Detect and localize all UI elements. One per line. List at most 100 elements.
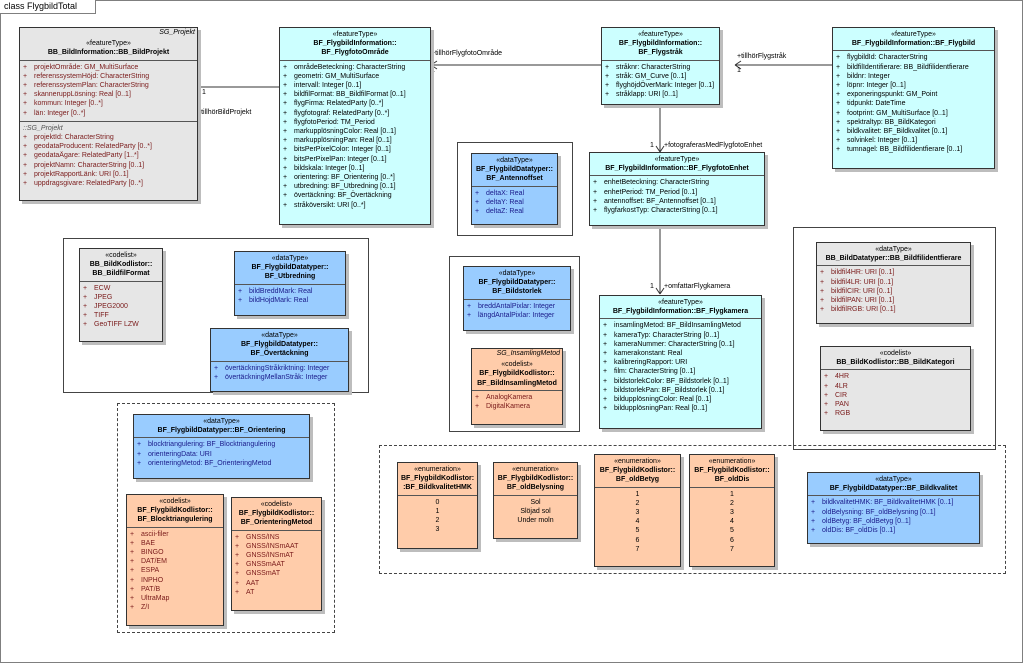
class-bildinsamlingmetod[interactable]: SG_InsamlingMetod «codelist» BF_Flygbild… [471, 348, 563, 425]
attribute-item: GNSS/INS [235, 533, 318, 542]
group-frame-antennoffset [457, 142, 573, 236]
assoc-mult-flygstrak: 1 [737, 67, 741, 74]
stereotype: «featureType» [891, 31, 936, 38]
attribute-item: bildkvalitetHMK: BF_BildkvalitetHMK [0..… [811, 498, 976, 507]
stereotype: «dataType» [875, 246, 912, 253]
attribute-item: bildupplösningColor: Real [0..1] [603, 395, 758, 404]
stereotype: «enumeration» [614, 458, 661, 465]
attribute-item: GeoTIFF LZW [83, 320, 159, 329]
class-flygkamera[interactable]: «featureType» BF_FlygbildInformation::BF… [599, 295, 762, 429]
attribute-item: oldBetyg: BF_oldBetyg [0..1] [811, 517, 976, 526]
attribute-item: PAT/B [130, 585, 220, 594]
class-name: BF_FlygbildDatatyper::BF_Bildkvalitet [829, 485, 958, 493]
enum-literal: 6 [635, 536, 640, 544]
attribute-item: spektraltyp: BB_BildKategori [836, 118, 991, 127]
class-header: «dataType» BB_BildDatatyper::BB_Bildfili… [817, 243, 970, 267]
class-bildfilformat[interactable]: «codelist» BB_BildKodlistor:: BB_Bildfil… [79, 248, 163, 342]
attribute-list: insamlingMetod: BF_BildInsamlingMetodkam… [600, 319, 761, 416]
enum-literal: Under moln [517, 517, 554, 525]
attribute-item: stråköversikt: URI [0..*] [283, 201, 427, 210]
attribute-item: bildupplösningPan: Real [0..1] [603, 404, 758, 413]
class-orientering[interactable]: «dataType» BF_FlygbildDatatyper::BF_Orie… [133, 414, 310, 479]
group-frame-bildstorlek [449, 256, 580, 432]
attribute-list: ECWJPEGJPEG2000TIFFGeoTIFF LZW [80, 282, 162, 333]
attribute-list: ascii-filerBAEBINGODAT/EMESPAINPHOPAT/BU… [127, 528, 223, 616]
attribute-item: GNSS/INSmAAT [235, 542, 318, 551]
class-utbredning[interactable]: «dataType» BF_FlygbildDatatyper:: BF_Utb… [234, 251, 346, 316]
class-header: «enumeration» BF_FlygbildKodlistor: :BF_… [398, 463, 477, 496]
attribute-list: bildfil4HR: URI [0..1]bildfil4LR: URI [0… [817, 266, 970, 317]
attribute-item: kameraNummer: CharacterString [0..1] [603, 340, 758, 349]
enum-literal: 2 [730, 499, 734, 507]
attribute-list: övertäckningStråkriktning: Integerövertä… [211, 362, 348, 385]
class-bildprojekt[interactable]: SG_Projekt «featureType» BB_BildInformat… [19, 27, 198, 201]
stereotype: «dataType» [496, 157, 533, 164]
attribute-item: projektOmråde: GM_MultiSurface [23, 63, 194, 72]
class-name: BF_FlygbildInformation::BF_FlygfotoEnhet [605, 165, 749, 173]
attribute-item: GNSS/INSmAT [235, 551, 318, 560]
assoc-label-fotograferas-med: +fotograferasMedFlygfotoEnhet [664, 142, 763, 149]
class-antennoffset[interactable]: «dataType» BF_FlygbildDatatyper:: BF_Ant… [471, 153, 558, 225]
class-bildkvalitet[interactable]: «dataType» BF_FlygbildDatatyper::BF_Bild… [807, 472, 980, 544]
attribute-item: DAT/EM [130, 557, 220, 566]
attribute-item: flygbildId: CharacterString [836, 53, 991, 62]
enum-literal: 3 [435, 526, 440, 534]
class-bildkategori[interactable]: «codelist» BB_BildKodlistor::BB_BildKate… [820, 346, 971, 431]
class-flygfotoenhet[interactable]: «featureType» BF_FlygbildInformation::BF… [589, 152, 765, 226]
class-header: «dataType» BF_FlygbildDatatyper:: BF_Ant… [472, 154, 557, 187]
diagram-frame-title: class FlygbildTotal [0, 0, 97, 14]
enum-literal: 3 [635, 509, 640, 517]
enum-literal: 4 [730, 518, 734, 526]
attribute-item: bildfilIdentifierare: BB_Bildfilidentfie… [836, 63, 991, 72]
enum-oldbelysning[interactable]: «enumeration» BF_FlygbildKodlistor:: BF_… [493, 462, 578, 539]
attribute-item: 4HR [824, 372, 967, 381]
class-header: «featureType» BF_FlygbildInformation:: B… [602, 28, 719, 61]
attribute-list: projektOmråde: GM_MultiSurfacereferenssy… [20, 61, 197, 121]
enum-bildkvalitethmk[interactable]: «enumeration» BF_FlygbildKodlistor: :BF_… [397, 462, 478, 549]
attribute-item: stråklapp: URI [0..1] [605, 90, 716, 99]
class-flygstrak[interactable]: «featureType» BF_FlygbildInformation:: B… [601, 27, 720, 105]
section-title: ::SG_Projekt [23, 124, 63, 132]
stereotype: «codelist» [501, 361, 533, 369]
attribute-item: referenssystemHöjd: CharacterString [23, 72, 194, 81]
attribute-item: antennoffset: BF_Antennoffset [0..1] [593, 197, 761, 206]
class-blocktriangulering[interactable]: «codelist» BF_FlygbildKodlistor:: BF_Blo… [126, 494, 224, 626]
class-bildstorlek[interactable]: «dataType» BF_FlygbildDatatyper:: BF_Bil… [463, 266, 571, 331]
enum-literal: 2 [435, 517, 440, 525]
class-bildfilidentfierare[interactable]: «dataType» BB_BildDatatyper::BB_Bildfili… [816, 242, 971, 324]
stereotype: «enumeration» [512, 466, 559, 473]
enum-literal: 5 [635, 527, 640, 535]
attribute-item: bildfilPAN: URI [0..1] [820, 296, 967, 305]
group-frame-orientering [117, 403, 335, 633]
attribute-item: bildskala: Integer [0..1] [283, 164, 427, 173]
class-header: «dataType» BF_FlygbildDatatyper:: BF_Öve… [211, 329, 348, 362]
attribute-item: län: Integer [0..*] [23, 109, 194, 118]
class-flygfotoomrade[interactable]: «featureType» BF_FlygbildInformation:: B… [279, 27, 431, 225]
class-name: BF_FlygbildKodlistor:: BF_Blocktriangule… [137, 507, 213, 524]
assoc-label-tillhor-flygstrak: +tillhörFlygstråk [737, 53, 787, 60]
attribute-item: kommun: Integer [0..*] [23, 99, 194, 108]
attribute-item: blocktriangulering: BF_Blocktriangulerin… [137, 440, 306, 449]
attribute-item: skanneruppLösning: Real [0..1] [23, 90, 194, 99]
class-header: «enumeration» BF_FlygbildKodlistor:: BF_… [690, 455, 774, 488]
assoc-label-tillhor-flygfotoomrade: +tillhörFlygfotoOmråde [431, 50, 503, 57]
enum-literal: 1 [435, 507, 440, 515]
enum-oldbetyg[interactable]: «enumeration» BF_FlygbildKodlistor:: BF_… [594, 454, 681, 567]
group-frame-bildkvalitet [379, 445, 1006, 574]
attribute-item: flygFirma: RelatedParty [0..*] [283, 99, 427, 108]
class-header: «codelist» BF_FlygbildKodlistor:: BF_Bil… [472, 358, 562, 391]
attribute-item: referenssystemPlan: CharacterString [23, 81, 194, 90]
class-overtackning[interactable]: «dataType» BF_FlygbildDatatyper:: BF_Öve… [210, 328, 349, 392]
attribute-item: utbredning: BF_Utbredning [0..1] [283, 182, 427, 191]
class-name: BF_FlygbildDatatyper::BF_Orientering [157, 427, 286, 435]
attribute-list: breddAntalPixlar: IntegerlängdAntalPixla… [464, 300, 570, 323]
class-header: «featureType» BB_BildInformation::BB_Bil… [20, 37, 197, 61]
attribute-item: geodataÄgare: RelatedParty [1..*] [23, 151, 194, 160]
attribute-item: bildfil4LR: URI [0..1] [820, 278, 967, 287]
class-header: «codelist» BF_FlygbildKodlistor:: BF_Blo… [127, 495, 223, 528]
class-name: BF_FlygbildInformation:: BF_FlygfotoOmrå… [313, 40, 397, 57]
class-flygbild[interactable]: «featureType» BF_FlygbildInformation::BF… [832, 27, 995, 169]
enum-olddis[interactable]: «enumeration» BF_FlygbildKodlistor:: BF_… [689, 454, 775, 567]
class-orienteringmetod[interactable]: «codelist» BF_FlygbildKodlistor:: BF_Ori… [231, 497, 322, 611]
